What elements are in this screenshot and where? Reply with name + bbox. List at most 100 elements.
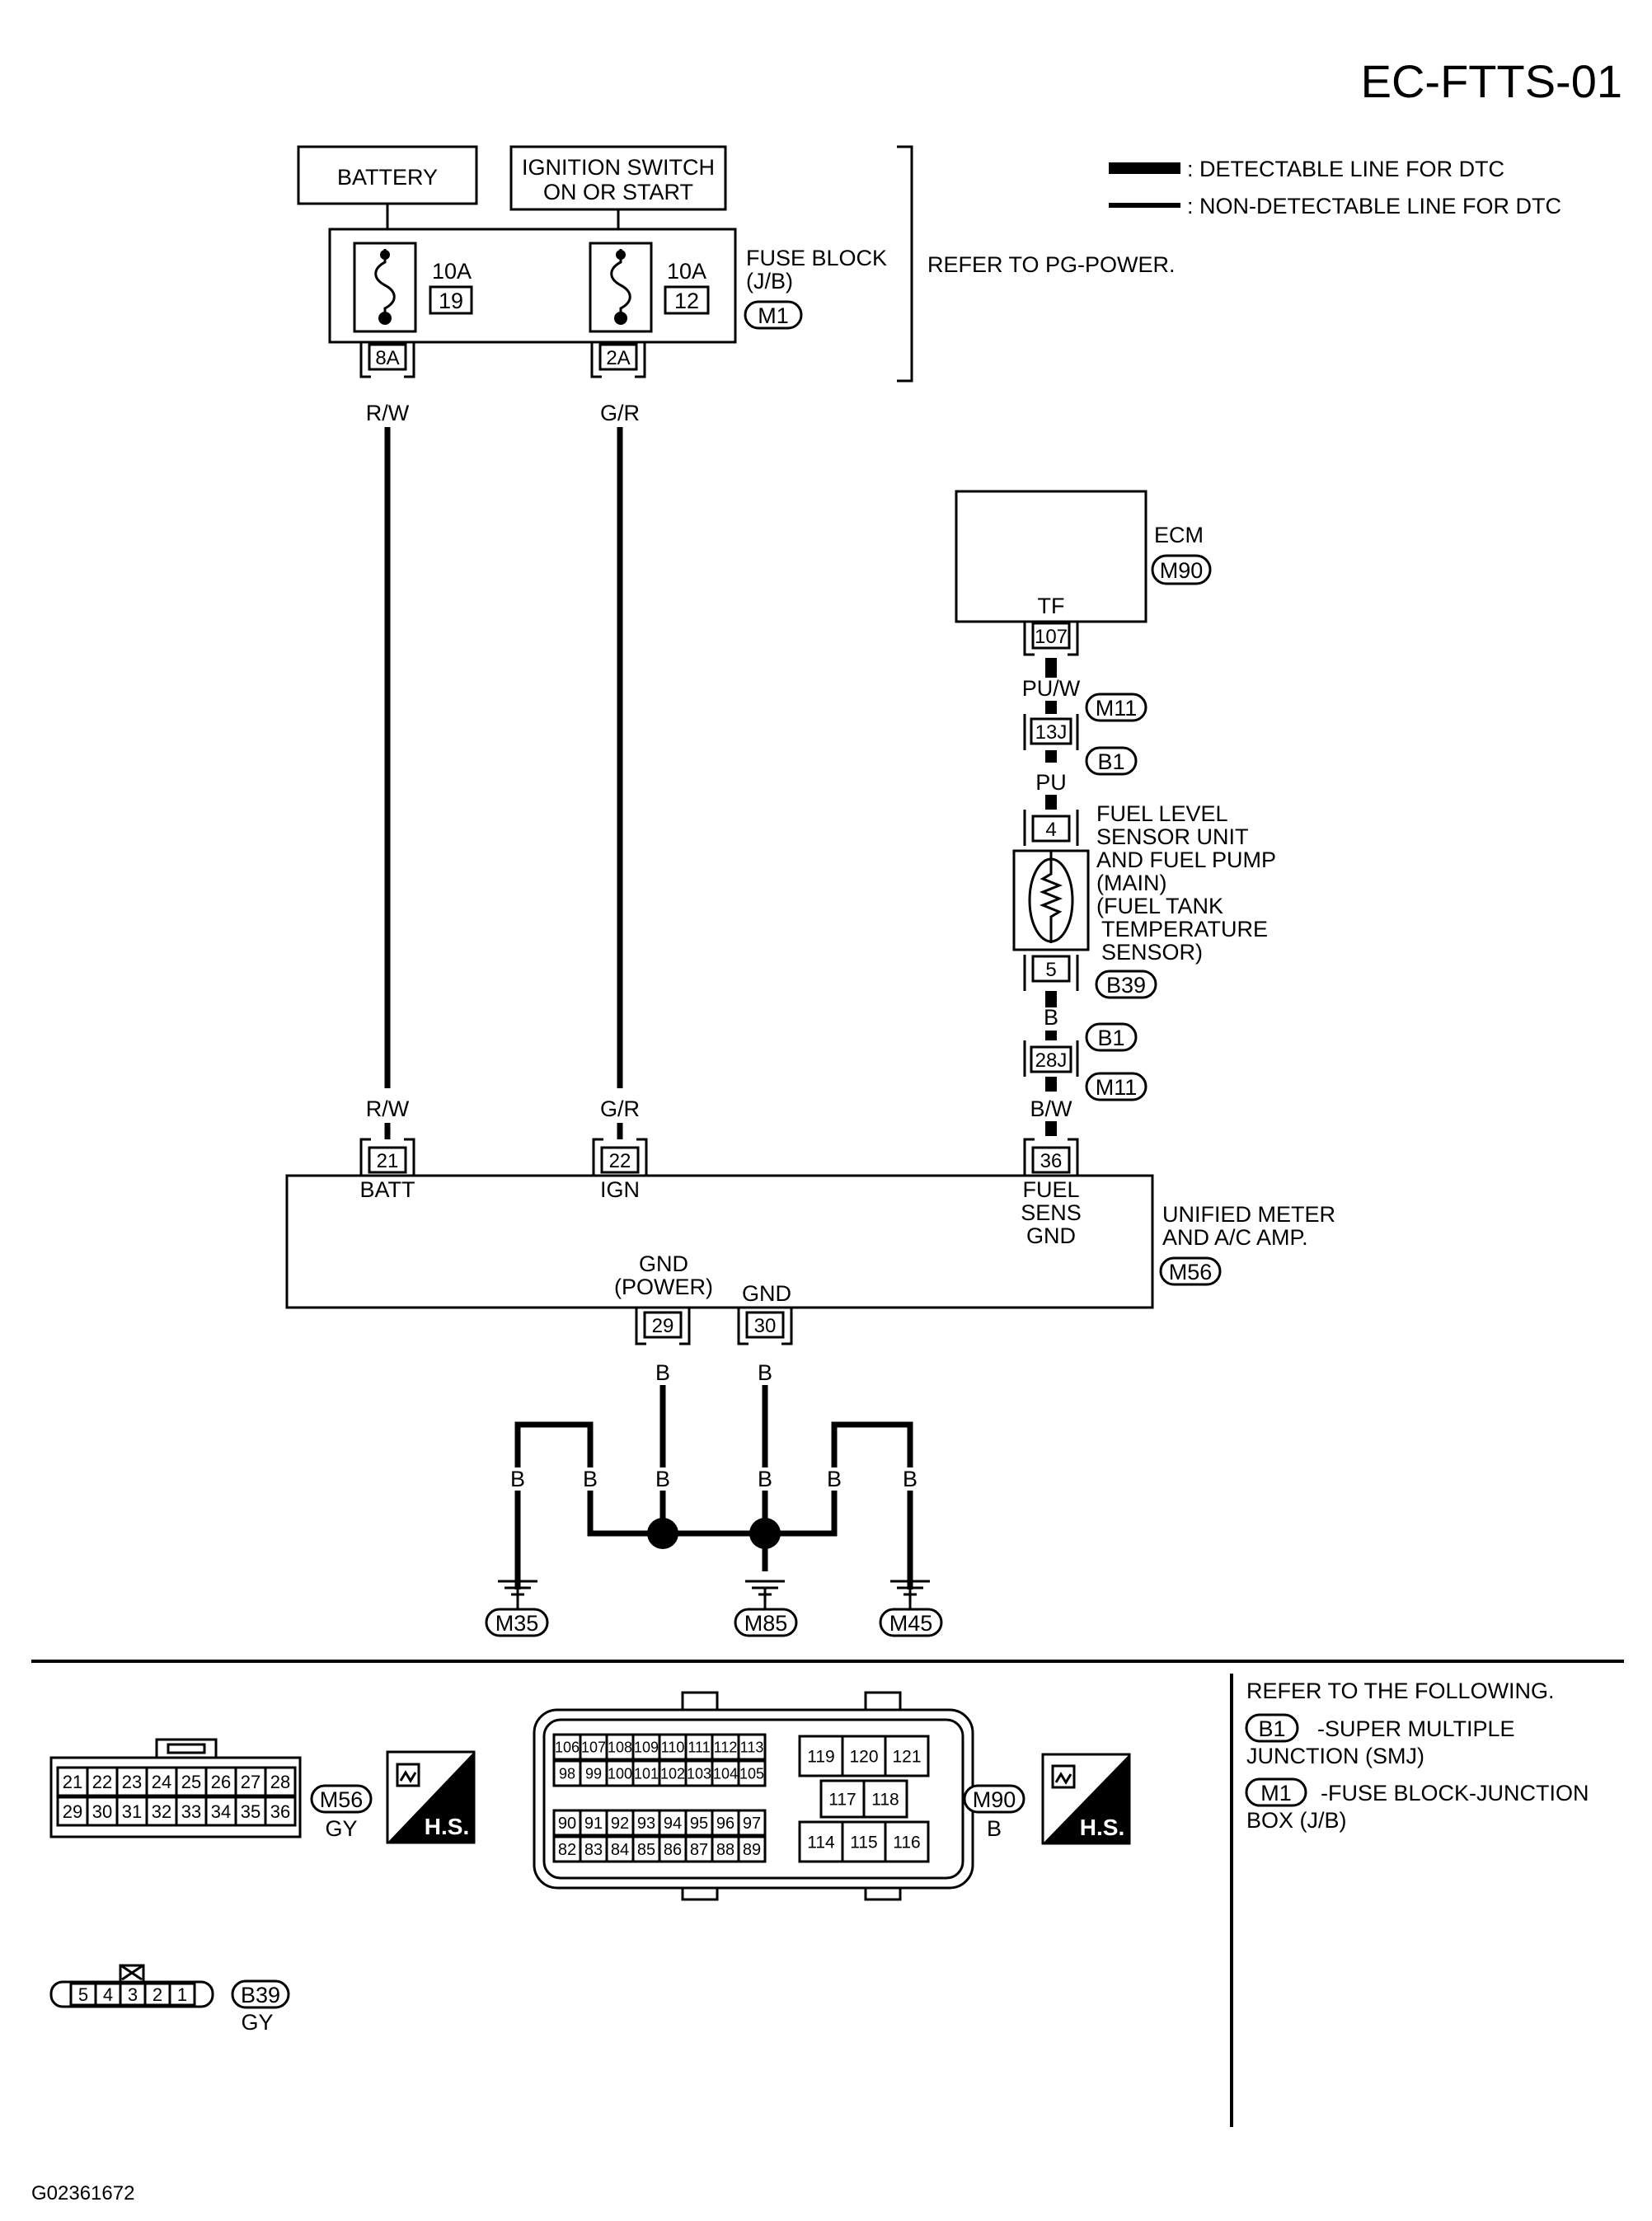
m90-label: M90 xyxy=(973,1787,1016,1812)
m90-pin-91: 91 xyxy=(584,1815,603,1833)
m56-pin-28-cell xyxy=(264,1766,297,1797)
fuse1-amp: 10A xyxy=(432,259,472,284)
m90-pin-92: 92 xyxy=(611,1815,629,1833)
m56-pin-36-cell xyxy=(264,1796,297,1827)
sensor-label-6: TEMPERATURE xyxy=(1101,917,1268,941)
m90-pin-107: 107 xyxy=(581,1739,606,1755)
wire-color-b-g1: B xyxy=(510,1467,525,1491)
fuse2-number: 12 xyxy=(674,289,699,313)
ground-pins: 29 30 B B xyxy=(635,1308,793,1385)
wire-color-gr-bottom: G/R xyxy=(600,1096,640,1121)
m90-pin-111: 111 xyxy=(688,1739,710,1755)
wire-color-b-g2: B xyxy=(583,1467,598,1491)
b39-pin-5: 5 xyxy=(78,1984,88,2005)
wire-color-b-sensor: B xyxy=(1044,1005,1058,1030)
m90-pin-97-cell xyxy=(737,1809,767,1837)
m90-pin-118: 118 xyxy=(871,1791,899,1810)
m90-pin-109: 109 xyxy=(634,1739,659,1755)
wire-color-rw-top: R/W xyxy=(366,401,410,425)
hs-label-1: H.S. xyxy=(425,1814,469,1839)
b39-pin-2: 2 xyxy=(153,1984,162,2005)
ecm: ECM M90 TF 107 xyxy=(955,490,1212,656)
m90-pin-89: 89 xyxy=(743,1841,761,1859)
m56-pin-29: 29 xyxy=(63,1801,82,1822)
m90-pin-110: 110 xyxy=(661,1739,685,1755)
meter-gnd-label: GND xyxy=(742,1281,791,1306)
sensor-label-4: (MAIN) xyxy=(1096,871,1166,895)
b39-color: GY xyxy=(241,2010,273,2035)
fuse-block-label-1: FUSE BLOCK xyxy=(746,246,887,270)
m56-pin-30: 30 xyxy=(92,1801,112,1822)
m56-pin-23: 23 xyxy=(122,1772,142,1792)
m90-pin-100: 100 xyxy=(608,1765,632,1782)
meter-fuel-label-2: SENS xyxy=(1021,1200,1082,1225)
ecm-tf-label: TF xyxy=(1038,594,1065,618)
junction-28j: B1 28J M11 xyxy=(1023,1022,1147,1101)
m90-pin-101: 101 xyxy=(634,1765,659,1782)
battery-label: BATTERY xyxy=(337,165,438,190)
m56-pin-27: 27 xyxy=(241,1772,260,1792)
m56-pin-32: 32 xyxy=(152,1801,171,1822)
fuse1-number: 19 xyxy=(439,289,463,313)
ground-m45: M45 xyxy=(889,1611,933,1636)
m56-pin-22: 22 xyxy=(92,1772,112,1792)
wire-color-b-g4: B xyxy=(758,1467,772,1491)
m90-pin-113: 113 xyxy=(740,1739,764,1755)
refer-m1: M1 xyxy=(1260,1781,1292,1805)
m56-label: M56 xyxy=(320,1787,364,1812)
terminal-8a: 8A xyxy=(375,347,399,369)
refer-b1-line2: JUNCTION (SMJ) xyxy=(1246,1744,1424,1768)
m90-pin-120: 120 xyxy=(849,1748,878,1767)
m90-pin-87: 87 xyxy=(690,1841,708,1859)
m90-color: B xyxy=(987,1816,1002,1841)
m90-pin-84: 84 xyxy=(611,1841,629,1859)
m90-pin-108: 108 xyxy=(608,1739,632,1755)
b1-connector-top: B1 xyxy=(1097,749,1124,774)
m90-pin-88: 88 xyxy=(716,1841,734,1859)
wire-color-b-29: B xyxy=(655,1360,670,1385)
m90-pin-116: 116 xyxy=(893,1834,920,1852)
sensor-label-7: SENSOR) xyxy=(1101,940,1203,965)
m56-pin-36: 36 xyxy=(270,1801,290,1822)
m90-pin-105: 105 xyxy=(739,1765,764,1782)
meter-gnd-power-1: GND xyxy=(639,1251,688,1276)
meter-name-1: UNIFIED METER xyxy=(1162,1202,1335,1227)
meter-fuel-label-1: FUEL xyxy=(1022,1177,1079,1202)
m11-connector-bottom: M11 xyxy=(1096,1075,1138,1100)
sensor-label-2: SENSOR UNIT xyxy=(1096,824,1249,849)
fuel-level-sensor: 4 5 FUEL LEVEL SENSOR UNIT AND FUEL PUMP… xyxy=(1012,801,1276,999)
m56-pin-21: 21 xyxy=(63,1772,82,1792)
unified-meter: BATT IGN FUEL SENS GND GND (POWER) GND U… xyxy=(285,1174,1335,1309)
meter-ign-label: IGN xyxy=(600,1177,640,1202)
wire-color-b-g6: B xyxy=(903,1467,918,1491)
sensor-pin-5: 5 xyxy=(1045,959,1056,981)
junction-13j: M11 13J B1 xyxy=(1023,693,1147,776)
hs-label-2: H.S. xyxy=(1080,1815,1124,1840)
ground-m85: M85 xyxy=(744,1611,788,1636)
m56-pin-24: 24 xyxy=(152,1772,171,1792)
meter-fuel-label-3: GND xyxy=(1026,1223,1076,1248)
b39-label: B39 xyxy=(241,1983,280,2007)
m90-pin-104: 104 xyxy=(713,1765,738,1782)
refer-heading: REFER TO THE FOLLOWING. xyxy=(1246,1679,1555,1703)
wire-color-rw-bottom: R/W xyxy=(366,1096,410,1121)
m90-pin-96: 96 xyxy=(716,1815,734,1833)
b1-connector-bottom: B1 xyxy=(1097,1026,1124,1050)
meter-gnd-power-2: (POWER) xyxy=(614,1275,713,1299)
wire-color-puw: PU/W xyxy=(1022,676,1081,701)
meter-pins: 21 22 36 xyxy=(359,1138,1079,1176)
legend-detectable: : DETECTABLE LINE FOR DTC xyxy=(1187,157,1504,181)
meter-name-2: AND A/C AMP. xyxy=(1162,1225,1308,1250)
sensor-label-5: (FUEL TANK xyxy=(1096,894,1223,918)
fuse2-amp: 10A xyxy=(667,259,706,284)
ground-m35: M35 xyxy=(495,1611,539,1636)
figure-id: G02361672 xyxy=(31,2182,134,2205)
m90-pin-117: 117 xyxy=(828,1791,856,1810)
m56-pin-35: 35 xyxy=(241,1801,260,1822)
m90-pin-90: 90 xyxy=(558,1815,576,1833)
m90-pin-89-cell xyxy=(737,1835,767,1863)
ecm-pin-107: 107 xyxy=(1035,626,1068,648)
